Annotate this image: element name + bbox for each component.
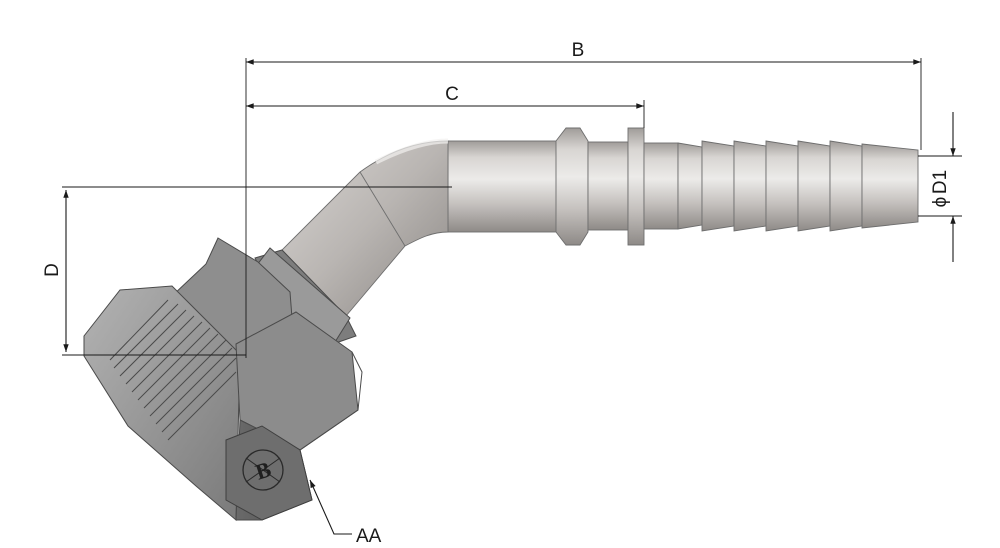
dimension-b: B	[246, 40, 922, 65]
callout-aa: AA	[309, 479, 382, 547]
elbow-bend	[281, 138, 449, 317]
dimension-b-label: B	[572, 40, 585, 61]
dimension-d: D	[42, 190, 69, 352]
dimension-c-label: C	[445, 84, 459, 105]
hose-barbs	[677, 140, 919, 232]
straight-stem	[447, 127, 679, 246]
extension-lines	[62, 58, 962, 358]
swivel-nut	[83, 237, 363, 522]
dimension-d1: ϕ D1	[930, 112, 956, 262]
dimension-d-label: D	[42, 263, 63, 277]
callout-aa-label: AA	[356, 526, 382, 547]
diameter-symbol: ϕ	[930, 197, 951, 208]
nut-threads	[109, 299, 237, 441]
dimension-c: C	[246, 84, 645, 109]
dimension-d1-label: D1	[930, 170, 951, 194]
